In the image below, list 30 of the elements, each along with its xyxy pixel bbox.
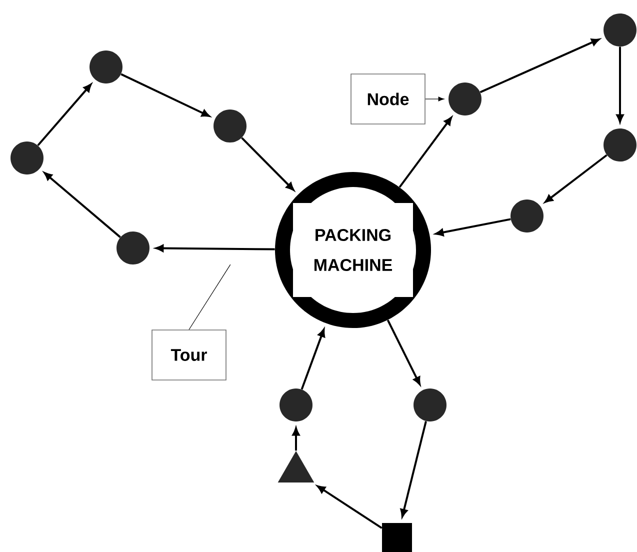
leader-line — [188, 264, 231, 330]
dot — [604, 128, 636, 162]
dot — [90, 50, 122, 84]
arrow — [544, 154, 608, 203]
dot — [214, 110, 246, 142]
arrow — [300, 328, 326, 390]
arrow — [241, 137, 294, 191]
arrow — [120, 73, 210, 117]
arrow — [435, 218, 511, 236]
arrow — [37, 84, 92, 146]
arrow — [480, 38, 600, 94]
dot — [448, 82, 482, 116]
arrow — [44, 172, 121, 238]
arrow — [400, 420, 427, 518]
arrow — [386, 320, 421, 385]
arrow — [156, 244, 275, 252]
triangle — [278, 451, 314, 482]
dot — [604, 14, 636, 46]
dot — [10, 142, 44, 174]
leader-line — [425, 96, 444, 102]
arrow — [292, 428, 300, 451]
arrow — [317, 485, 382, 529]
arrow — [398, 116, 452, 188]
dot — [414, 388, 446, 422]
label-box: Tour — [152, 330, 226, 380]
dot — [280, 388, 312, 422]
dot — [510, 200, 544, 232]
dot — [116, 232, 150, 264]
arrow — [616, 46, 624, 122]
label-box: Node — [350, 74, 426, 124]
